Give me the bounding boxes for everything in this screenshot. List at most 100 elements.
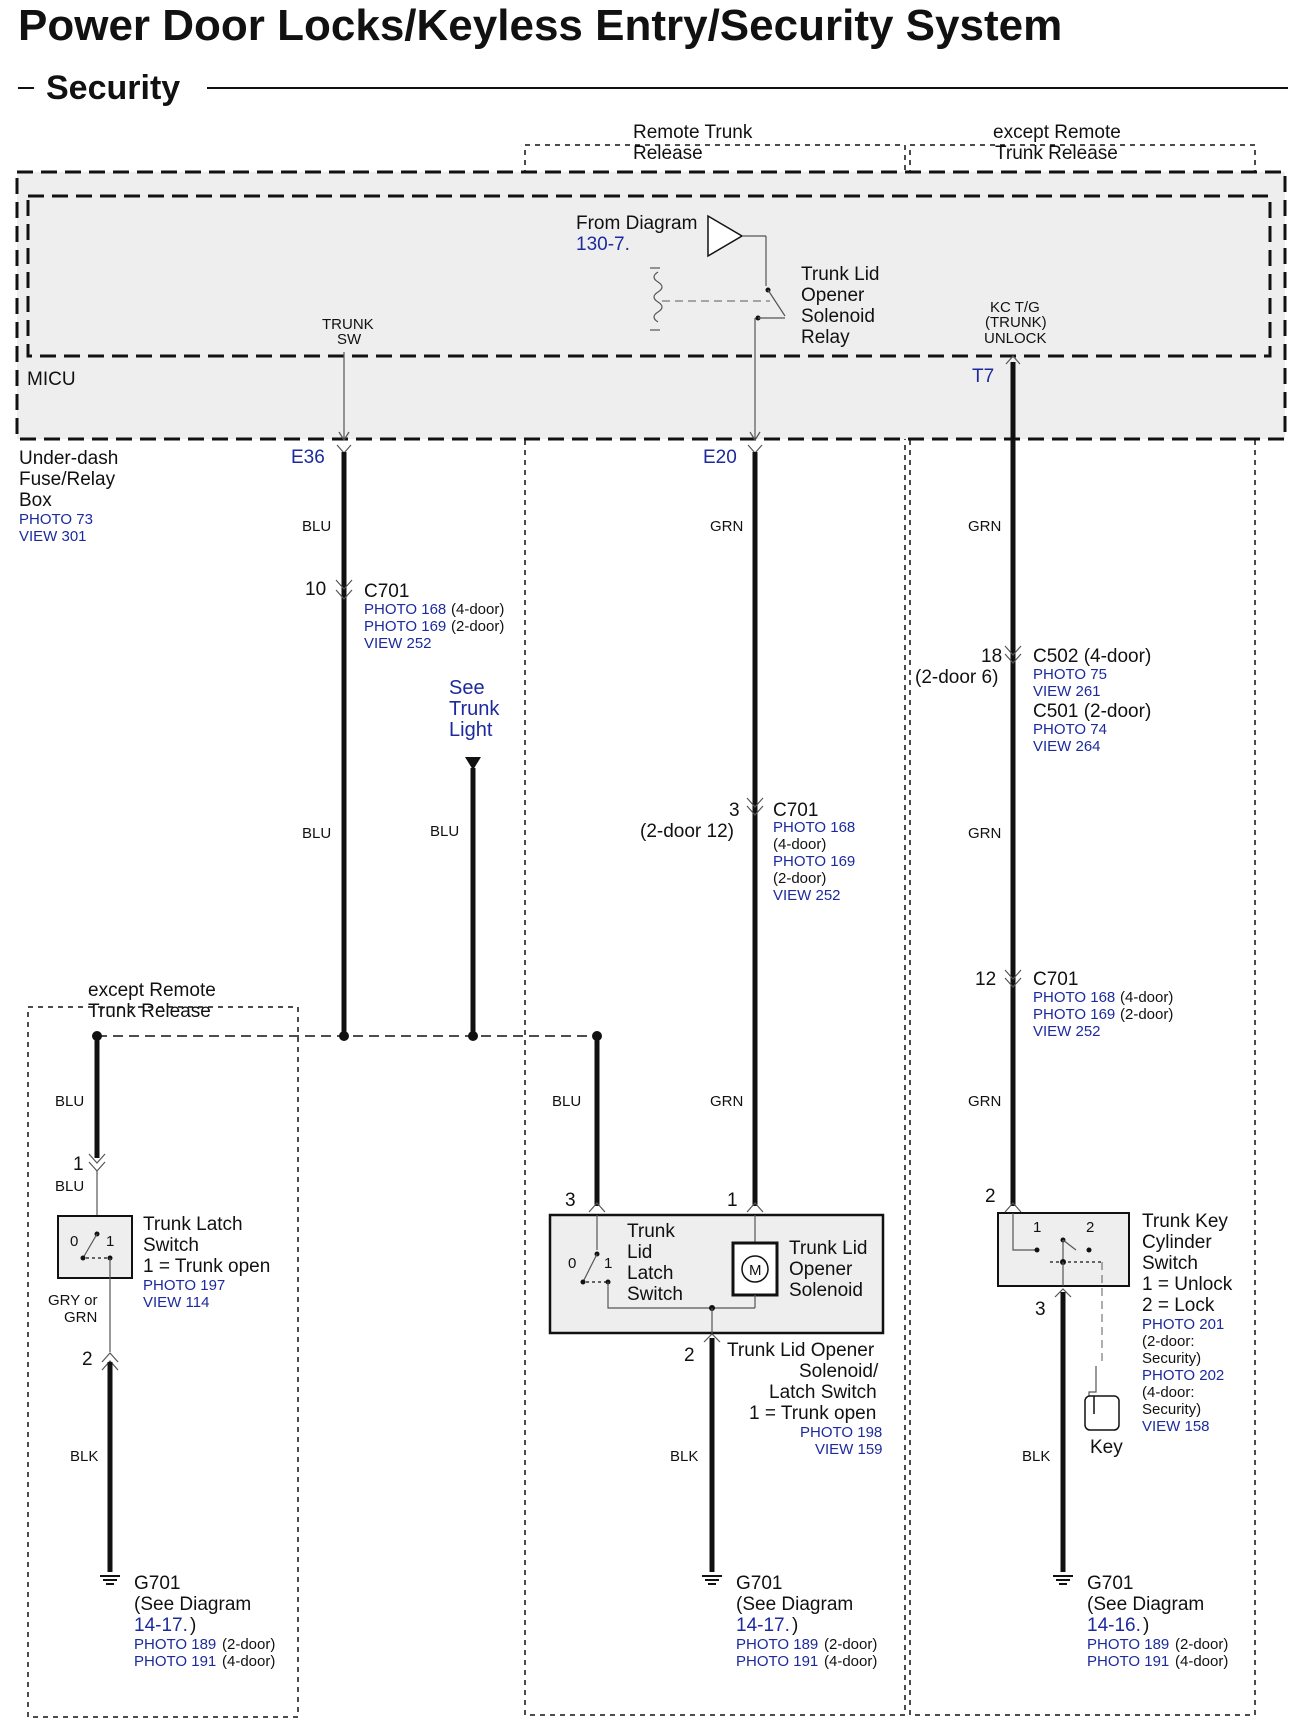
- see-trunk-light: Light: [449, 719, 493, 741]
- solenoid-latch-label: Switch: [627, 1284, 683, 1305]
- section-remote-trunk: Release: [633, 143, 703, 164]
- c701-right-pin: 12: [975, 969, 996, 990]
- wire-color-blk: BLK: [670, 1448, 698, 1465]
- terminal-e36: E36: [291, 447, 325, 468]
- terminal-e20: E20: [703, 447, 737, 468]
- ground-right-note2: (4-door): [1175, 1653, 1228, 1670]
- c502-photo: PHOTO 75: [1033, 666, 1107, 683]
- c502-view: VIEW 261: [1033, 683, 1101, 700]
- latch-pin-bottom: 2: [82, 1349, 93, 1370]
- ground-left-see: (See Diagram: [134, 1594, 251, 1615]
- wire-color-blu: BLU: [302, 825, 331, 842]
- solenoid-pin2: 2: [684, 1345, 695, 1366]
- kc-label: KC T/G: [990, 299, 1040, 316]
- latch-pos0: 0: [70, 1233, 78, 1250]
- wire-color-gry-grn: GRN: [64, 1309, 97, 1326]
- splice-point: [339, 1031, 349, 1041]
- splice-point: [468, 1031, 478, 1041]
- trunk-latch-switch: [57, 1215, 133, 1279]
- key-icon: [1084, 1395, 1120, 1431]
- switch-contact: [580, 1279, 586, 1285]
- wire-color-gry-grn: GRY or: [48, 1292, 97, 1309]
- wire-color-grn: GRN: [968, 518, 1001, 535]
- relay-coil-icon: [653, 271, 663, 323]
- ground-right-ref: 14-16.: [1087, 1615, 1141, 1636]
- c701-mid-pin: 3: [729, 800, 740, 821]
- latch-view: VIEW 114: [143, 1294, 209, 1311]
- fusebox-view: VIEW 301: [19, 528, 87, 545]
- arrow: [338, 431, 345, 441]
- ground-right-note1: (2-door): [1175, 1636, 1228, 1653]
- except-remote-region-right: [909, 144, 1256, 1716]
- connector-chevron-icon: [101, 1352, 119, 1371]
- trunk-light-arrow-icon: [465, 757, 481, 770]
- wire-color-grn: GRN: [968, 1093, 1001, 1110]
- ground-left-photo2: PHOTO 191: [134, 1653, 216, 1670]
- section-except-remote-top: except Remote: [993, 122, 1121, 143]
- key-cyl-photo1: PHOTO 201: [1142, 1316, 1224, 1333]
- c701-left-photo2-note: (2-door): [451, 618, 504, 635]
- c701-right-photo1: PHOTO 168: [1033, 989, 1115, 1006]
- c701-right-photo1-note: (4-door): [1120, 989, 1173, 1006]
- c502-pin: 18: [981, 646, 1002, 667]
- key-pos1: 1: [1033, 1219, 1041, 1236]
- c701-right-photo2-note: (2-door): [1120, 1006, 1173, 1023]
- solenoid-latch-label: Latch: [627, 1263, 673, 1284]
- c701-mid-photo1: PHOTO 168: [773, 819, 855, 836]
- section-subtitle: Security: [46, 69, 180, 107]
- except-remote-region-left: [27, 1006, 299, 1718]
- ground-mid-close: ): [792, 1615, 798, 1636]
- latch-pos1: 1: [106, 1233, 114, 1250]
- ground-right-see: (See Diagram: [1087, 1594, 1204, 1615]
- solenoid-latch-pos1: 1: [604, 1255, 612, 1272]
- connector-chevron-icon: [1004, 969, 1022, 988]
- c701-mid-pin-alt: (2-door 12): [640, 821, 734, 842]
- connector-chevron-icon: [746, 797, 764, 816]
- arrow: [754, 431, 761, 441]
- wire-color-blu: BLU: [55, 1178, 84, 1195]
- key-cyl-label: 2 = Lock: [1142, 1295, 1215, 1316]
- c701-mid-photo2-note: (2-door): [773, 870, 826, 887]
- wire-color-blu: BLU: [302, 518, 331, 535]
- ground-left-photo1: PHOTO 189: [134, 1636, 216, 1653]
- relay-blade: [767, 289, 786, 317]
- key-cyl-view: VIEW 158: [1142, 1418, 1210, 1435]
- key-cyl-photo2-note: Security): [1142, 1401, 1201, 1418]
- wire-color-blk: BLK: [70, 1448, 98, 1465]
- c701-mid-name: C701: [773, 800, 818, 821]
- c701-left-view: VIEW 252: [364, 635, 432, 652]
- see-trunk-light: See: [449, 677, 485, 699]
- wire-color-blu: BLU: [430, 823, 459, 840]
- connector-chevron-icon: [336, 444, 352, 454]
- fusebox-label: Under-dash: [19, 448, 118, 469]
- c701-left-photo1: PHOTO 168: [364, 601, 446, 618]
- connector-arrow-icon: [707, 214, 744, 258]
- key-pin-bottom: 3: [1035, 1299, 1046, 1320]
- from-diagram-ref: 130-7.: [576, 234, 630, 255]
- section-except-remote-left: Trunk Release: [88, 1001, 211, 1022]
- latch-photo: PHOTO 197: [143, 1277, 225, 1294]
- connector-chevron-icon: [588, 1202, 606, 1213]
- ground-right-close: ): [1143, 1615, 1149, 1636]
- c701-right-name: C701: [1033, 969, 1078, 990]
- connector-chevron-icon: [1004, 645, 1022, 664]
- internal-lead: [607, 1282, 712, 1309]
- wire-color-grn: GRN: [710, 518, 743, 535]
- ground-mid-photo1: PHOTO 189: [736, 1636, 818, 1653]
- c501-name: C501 (2-door): [1033, 701, 1151, 722]
- micu-outline: [26, 194, 1272, 358]
- c701-mid-photo1-note: (4-door): [773, 836, 826, 853]
- solenoid-photo: PHOTO 198: [800, 1424, 882, 1441]
- ground-mid-see: (See Diagram: [736, 1594, 853, 1615]
- c501-view: VIEW 264: [1033, 738, 1101, 755]
- c701-mid-view: VIEW 252: [773, 887, 841, 904]
- connector-chevron-icon: [747, 444, 763, 454]
- ground-mid-note2: (4-door): [824, 1653, 877, 1670]
- latch-label: Switch: [143, 1235, 199, 1256]
- solenoid-caption: Trunk Lid Opener: [727, 1340, 875, 1361]
- relay-label: Trunk Lid: [801, 264, 880, 285]
- solenoid-pin1: 1: [727, 1190, 738, 1211]
- c701-left-photo2: PHOTO 169: [364, 618, 446, 635]
- c701-left-pin: 10: [305, 579, 326, 600]
